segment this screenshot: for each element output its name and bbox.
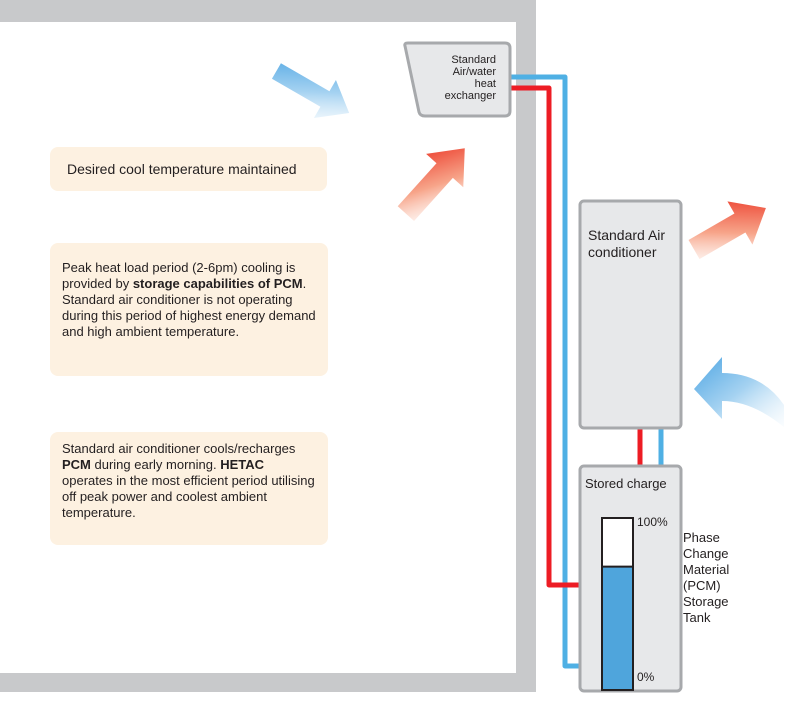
heat-exchanger-box [403, 41, 512, 118]
note-text: during early morning. [90, 457, 221, 472]
blue-cool-arrow-icon [694, 357, 784, 427]
cold-pipe [508, 74, 582, 669]
heat-exchanger-label-line: heat [474, 78, 496, 90]
note-text: operates in the most efficient period ut… [62, 473, 315, 520]
note-text: . Standard air conditioner is not operat… [62, 276, 316, 339]
note-cool-temperature: Desired cool temperature maintained [50, 147, 327, 191]
note-text: Peak heat load period (2-6pm) cooling is… [62, 260, 296, 291]
gauge-top-label: 100% [637, 515, 668, 529]
pcm-gauge-fill [603, 566, 632, 689]
note-text: Standard air conditioner cools/recharges [62, 441, 296, 456]
note-emphasis: storage capabilities of PCM [132, 276, 303, 291]
gauge-bottom-label: 0% [637, 670, 655, 684]
pipes [508, 74, 664, 669]
heat-exchanger-label-line: Air/water [452, 66, 496, 78]
tank-title: Stored charge [585, 476, 667, 491]
note-peak-load: Peak heat load period (2-6pm) cooling is… [50, 243, 328, 376]
note-emphasis: PCM [62, 457, 91, 472]
heat-exchanger-label-line: Standard [451, 54, 496, 66]
red-heat-arrow-icon [688, 201, 766, 260]
air-conditioner-label: Standard Air conditioner [588, 227, 666, 260]
blue-cool-arrow-icon [271, 63, 350, 119]
air-conditioner-box [578, 199, 683, 430]
pcm-tank-label: Phase Change Material (PCM) Storage Tank [683, 530, 730, 625]
note-recharge: Standard air conditioner cools/recharges… [50, 432, 328, 545]
heat-exchanger-label-line: exchanger [444, 90, 496, 102]
hot-pipe [508, 85, 582, 588]
red-heat-arrow-icon [397, 148, 465, 222]
note-emphasis: HETAC [220, 457, 265, 472]
